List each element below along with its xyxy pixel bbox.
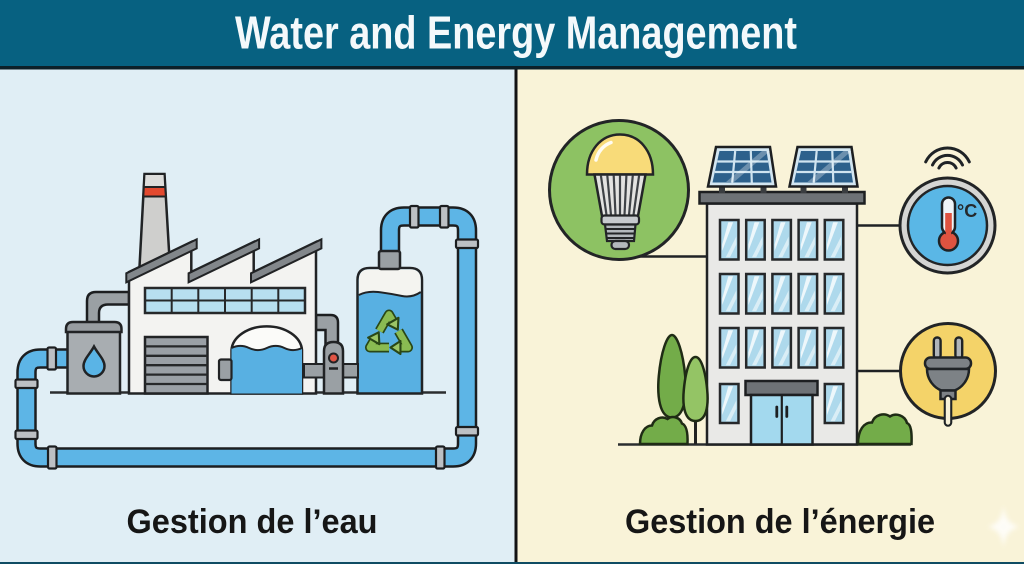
svg-text:Water and Energy Management: Water and Energy Management <box>235 7 797 59</box>
svg-text:Gestion de l’eau: Gestion de l’eau <box>127 503 378 541</box>
svg-text:°C: °C <box>957 201 977 221</box>
svg-text:Gestion de l’énergie: Gestion de l’énergie <box>625 503 935 541</box>
